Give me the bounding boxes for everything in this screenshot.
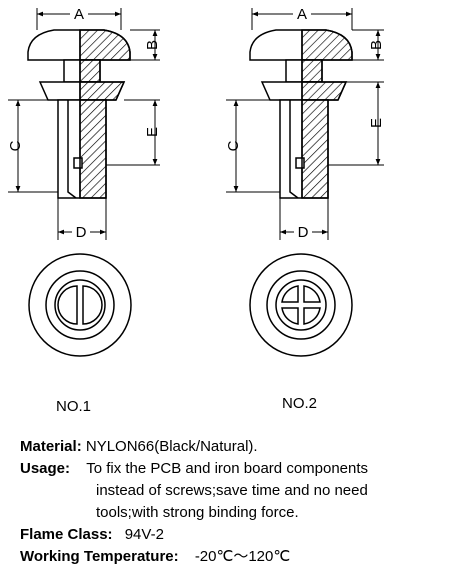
dim-label-e-no1: E [144,127,161,137]
dim-label-c-no2: C [225,140,242,151]
spec-flame-class: Flame Class: 94V-2 [20,524,450,546]
dim-label-d-no1: D [76,224,87,241]
temp-key: Working Temperature: [20,548,179,565]
dim-label-b-no2: B [368,40,385,50]
flame-key: Flame Class: [20,526,113,543]
spec-working-temperature: Working Temperature: -20℃～120℃ [20,546,450,568]
caption-no1: NO.1 [56,398,92,415]
spec-usage: Usage: To fix the PCB and iron board com… [20,458,450,480]
rivet-no2-side-view [249,29,353,199]
material-value: NYLON66(Black/Natural). [85,438,258,455]
temp-value: -20℃～120℃ [194,548,291,565]
spec-list: Material: NYLON66(Black/Natural). Usage:… [20,436,450,568]
rivet-no1-side-view [27,29,131,199]
material-key: Material: [20,438,82,455]
usage-line-1: To fix the PCB and iron board components [86,460,369,477]
dim-label-e-no2: E [368,118,385,128]
usage-line-2: instead of screws;save time and no need [96,482,368,499]
rivet-no2-top-view [249,253,353,357]
rivet-no1-dimensions [8,8,160,240]
dim-label-c-no1: C [7,140,24,151]
technical-drawing: A B E C D A B E C [7,6,385,357]
dim-label-a-no1: A [74,6,84,23]
rivet-no2-dimensions [226,8,384,240]
usage-key: Usage: [20,460,71,477]
spec-material: Material: NYLON66(Black/Natural). [20,436,450,458]
caption-no2: NO.2 [282,395,318,412]
dim-label-b-no1: B [144,40,161,50]
usage-line-3: tools;with strong binding force. [96,504,299,521]
rivet-no1-top-view [28,253,132,357]
dim-label-a-no2: A [297,6,307,23]
dim-label-d-no2: D [298,224,309,241]
flame-value: 94V-2 [124,526,164,543]
